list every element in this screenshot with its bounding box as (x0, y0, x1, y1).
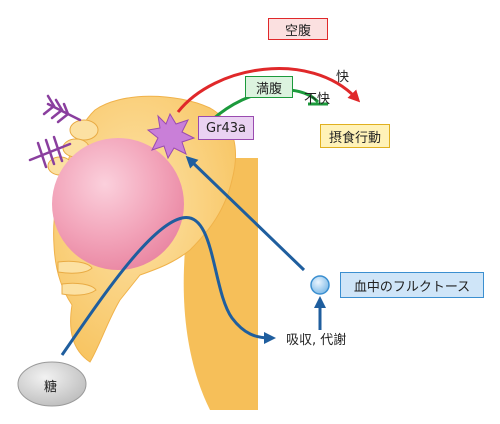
hunger-arrow (176, 67, 361, 113)
unpleasant-label: 不快 (304, 92, 331, 107)
absorption-arrow (60, 216, 276, 356)
starburst-cell-icon (146, 112, 196, 160)
absorption-metabolism-label: 吸収, 代謝 (286, 333, 347, 348)
molecule-circle-icon (310, 275, 330, 295)
sugar-ellipse-icon (17, 361, 87, 407)
hunger-label: 空腹 (284, 23, 311, 39)
satiety-label-box: 満腹 (245, 76, 293, 98)
satiety-label: 満腹 (255, 81, 282, 97)
ventral-lobes (57, 260, 97, 296)
receptor-box: Gr43a (198, 116, 254, 140)
sugar-label: 糖 (44, 380, 58, 395)
antennal-lobe-upper (69, 119, 99, 141)
feeding-behavior-box: 摂食行動 (320, 124, 390, 148)
hunger-label-box: 空腹 (268, 18, 328, 40)
sensory-hair-upper (42, 94, 82, 124)
feeding-behavior-label: 摂食行動 (328, 130, 381, 146)
blood-fructose-label: 血中のフルクトース (353, 279, 471, 295)
pleasant-label: 快 (336, 70, 350, 85)
receptor-label: Gr43a (206, 120, 246, 136)
central-mass (52, 138, 184, 270)
sensory-hair-lower (28, 135, 72, 169)
blood-fructose-box: 血中のフルクトース (340, 272, 484, 298)
fructose-to-receptor-arrow (185, 155, 306, 272)
